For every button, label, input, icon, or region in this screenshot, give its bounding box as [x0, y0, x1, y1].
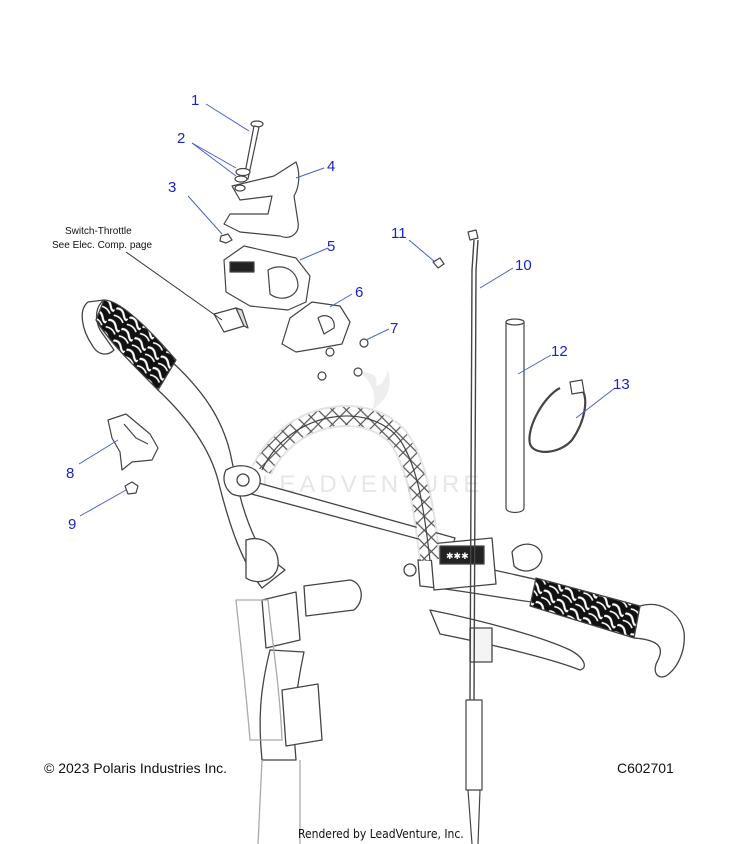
part-5-housing [223, 245, 311, 311]
part-7-screws [317, 338, 369, 381]
diagram-code: C602701 [617, 760, 674, 776]
handlebar-assembly: ✱✱✱ [81, 299, 685, 844]
switch-throttle-note: Switch-Throttle See Elec. Comp. page [52, 226, 152, 251]
callout-11: 11 [391, 225, 407, 242]
callout-8: 8 [66, 465, 74, 482]
part-8-cover [107, 413, 159, 471]
part-3-nut [219, 233, 233, 244]
callout-3: 3 [168, 179, 176, 196]
callout-6: 6 [355, 284, 363, 301]
part-12-sleeve [505, 318, 525, 514]
parts [107, 120, 587, 844]
part-10-cable [465, 229, 483, 844]
callout-10: 10 [515, 257, 532, 274]
leader-lines [78, 103, 616, 517]
callouts: 1 2 3 4 5 6 7 8 9 10 11 12 13 [66, 92, 630, 533]
callout-5: 5 [327, 238, 335, 255]
switch-throttle-leader [125, 251, 223, 321]
part-4-bracket [223, 161, 300, 238]
part-11-clip [432, 257, 445, 269]
callout-9: 9 [68, 516, 76, 533]
callout-13: 13 [613, 376, 630, 393]
note-line-1: Switch-Throttle [65, 226, 132, 237]
part-13-cable-tie [528, 379, 587, 453]
rendered-by-text: Rendered by LeadVenture, Inc. [298, 827, 464, 841]
callout-12: 12 [551, 343, 568, 360]
part-6-clamp [281, 301, 351, 353]
part-2-washers [234, 167, 251, 183]
part-9-nut [124, 481, 139, 495]
note-line-2: See Elec. Comp. page [52, 240, 152, 251]
part-1-bolt [243, 120, 264, 180]
callout-1: 1 [191, 92, 199, 109]
switch-throttle [213, 307, 249, 333]
callout-7: 7 [390, 320, 398, 337]
callout-4: 4 [327, 158, 335, 175]
svg-text:✱✱✱: ✱✱✱ [446, 551, 469, 561]
copyright-text: © 2023 Polaris Industries Inc. [44, 760, 228, 776]
callout-2: 2 [177, 130, 185, 147]
